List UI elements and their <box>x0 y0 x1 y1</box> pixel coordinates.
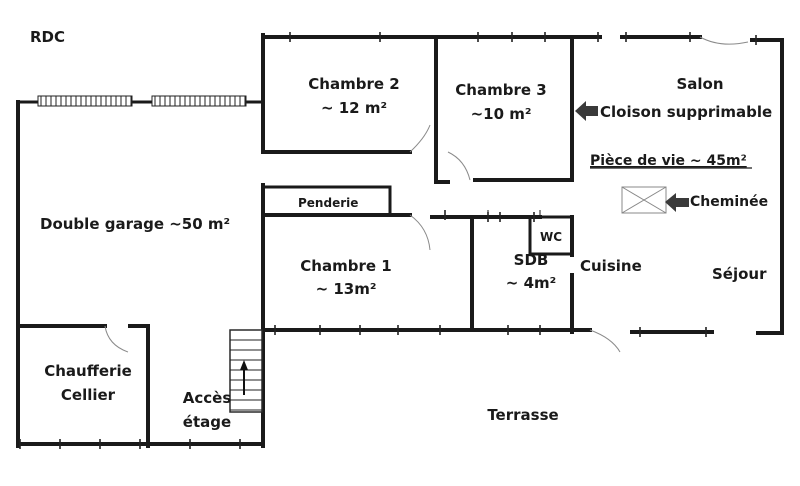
door-swings <box>104 36 749 353</box>
walls <box>16 33 784 448</box>
piece-de-vie-annotation: Pièce de vie ~ 45m² <box>590 153 747 169</box>
room-penderie-name: Penderie <box>298 196 358 210</box>
arrow-left-icon <box>575 101 598 121</box>
cloison-annotation: Cloison supprimable <box>600 103 772 121</box>
room-chaufferie-name: Chaufferie <box>44 362 132 380</box>
room-sejour-name: Séjour <box>712 265 767 283</box>
room-wc-name: WC <box>540 230 562 244</box>
room-chambre2-area: ~ 12 m² <box>321 99 387 117</box>
room-sdb-name: SDB <box>514 251 549 269</box>
wall-ticks <box>19 32 757 449</box>
acces-etage-line1: Accès <box>183 389 232 407</box>
arrow-left-icon <box>665 193 689 212</box>
fireplace-icon <box>621 186 667 214</box>
room-cellier-name: Cellier <box>61 386 116 404</box>
room-sdb-area: ~ 4m² <box>506 274 556 292</box>
cheminee-annotation: Cheminée <box>690 194 768 210</box>
room-chambre3-name: Chambre 3 <box>455 81 546 99</box>
room-chambre3-area: ~10 m² <box>471 105 532 123</box>
room-garage-name: Double garage ~50 m² <box>40 215 230 233</box>
level-label: RDC <box>30 28 65 46</box>
room-chambre1-name: Chambre 1 <box>300 257 391 275</box>
room-chambre1-area: ~ 13m² <box>316 280 377 298</box>
room-salon-name: Salon <box>676 75 723 93</box>
acces-etage-line2: étage <box>183 413 231 431</box>
room-chambre2-name: Chambre 2 <box>308 75 399 93</box>
room-cuisine-name: Cuisine <box>580 257 642 275</box>
garage-windows <box>37 95 247 107</box>
room-terrasse-name: Terrasse <box>487 406 558 424</box>
stairs-icon <box>229 329 263 413</box>
